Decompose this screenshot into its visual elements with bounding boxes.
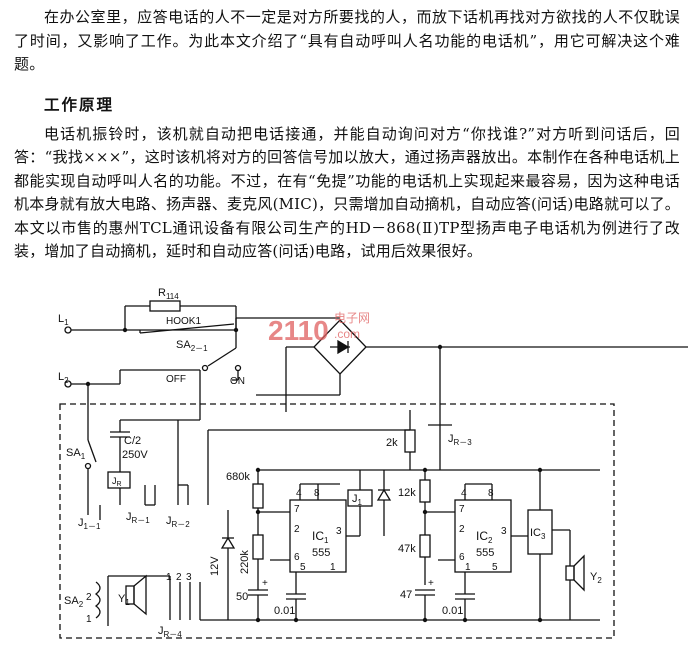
ic1-pin5: 5 [300,562,306,573]
label-c47: 47 [400,589,412,601]
ic2-pin6: 6 [459,552,465,563]
ic2-pin5: 5 [492,562,498,573]
label-ic1: IC1 [312,529,329,545]
ic2-pin2: 2 [459,524,465,535]
label-jr1: JR－1 [126,511,150,525]
jr4-pin1: 1 [166,572,172,583]
label-r680k: 680k [226,471,250,483]
label-y1: Y1 [118,593,130,607]
ic2-pin1: 1 [465,562,471,573]
label-c001a: 0.01 [274,605,295,617]
label-ic1-type: 555 [312,547,330,559]
watermark: 2110 电子网 .com [268,311,370,346]
label-jr3: JR－3 [448,433,472,447]
article-text: 在办公室里，应答电话的人不一定是对方所要找的人，而放下话机再找对方欲找的人不仅耽… [14,6,680,264]
label-12v: 12V [209,556,221,576]
label-jr-coil: JR [112,476,122,488]
intro-paragraph: 在办公室里，应答电话的人不一定是对方所要找的人，而放下话机再找对方欲找的人不仅耽… [14,8,680,73]
jr4-pin2: 2 [176,572,182,583]
label-r220k: 220k [239,550,251,574]
ic1-pin4: 4 [296,488,302,499]
body-paragraph: 电话机振铃时，该机就自动把电话接通，并能自动询问对方“你找谁?”对方听到问话后，… [14,124,680,261]
label-ic2-type: 555 [476,547,494,559]
label-off: OFF [166,374,186,385]
label-r114: R114 [158,287,179,301]
label-ic3: IC3 [530,527,546,541]
label-sa21: SA2－1 [176,339,208,353]
ic1-pin7: 7 [294,504,300,515]
sa2-pin2: 2 [86,592,92,603]
ic1-pin8: 8 [314,488,320,499]
label-c001b: 0.01 [442,605,463,617]
ic1-pin3: 3 [336,526,342,537]
jr4-pin3: 3 [186,572,192,583]
ic1-pin1: 1 [330,562,336,573]
ic1-pin2: 2 [294,524,300,535]
watermark-com: .com [334,327,360,341]
label-ic2: IC2 [476,529,493,545]
watermark-cn: 电子网 [334,311,370,325]
label-hook: HOOK1 [166,316,201,327]
ic2-pin8: 8 [488,488,494,499]
ic2-pin4: 4 [461,488,467,499]
label-cap-c2: C/2 [124,435,141,447]
label-jr4: JR－4 [158,625,182,639]
label-j1: J1 [352,493,363,507]
watermark-digits: 2110 [268,315,329,346]
label-plus-c50: + [262,578,268,589]
ic2-pin7: 7 [459,504,465,515]
label-r12k: 12k [398,487,416,499]
label-j11: J1－1 [78,517,101,531]
label-r2k: 2k [386,437,398,449]
label-jr2: JR－2 [166,515,190,529]
section-title: 工作原理 [44,95,115,114]
label-plus-c47: + [428,578,434,589]
label-on: ON [230,376,245,387]
label-sa2: SA2 [64,595,84,609]
label-r47k: 47k [398,543,416,555]
label-l2: L2 [58,371,69,385]
ic2-pin3: 3 [501,526,507,537]
ic1-pin6: 6 [294,552,300,563]
sa2-pin1: 1 [86,614,92,625]
label-250v: 250V [122,449,148,461]
label-y2: Y2 [590,571,602,585]
label-c50: 50 [236,591,248,603]
label-sa1: SA1 [66,447,86,461]
label-l1: L1 [58,313,69,327]
circuit-schematic: 2110 电子网 .com L1 L2 R114 HOOK1 SA2－1 OFF… [58,287,688,639]
